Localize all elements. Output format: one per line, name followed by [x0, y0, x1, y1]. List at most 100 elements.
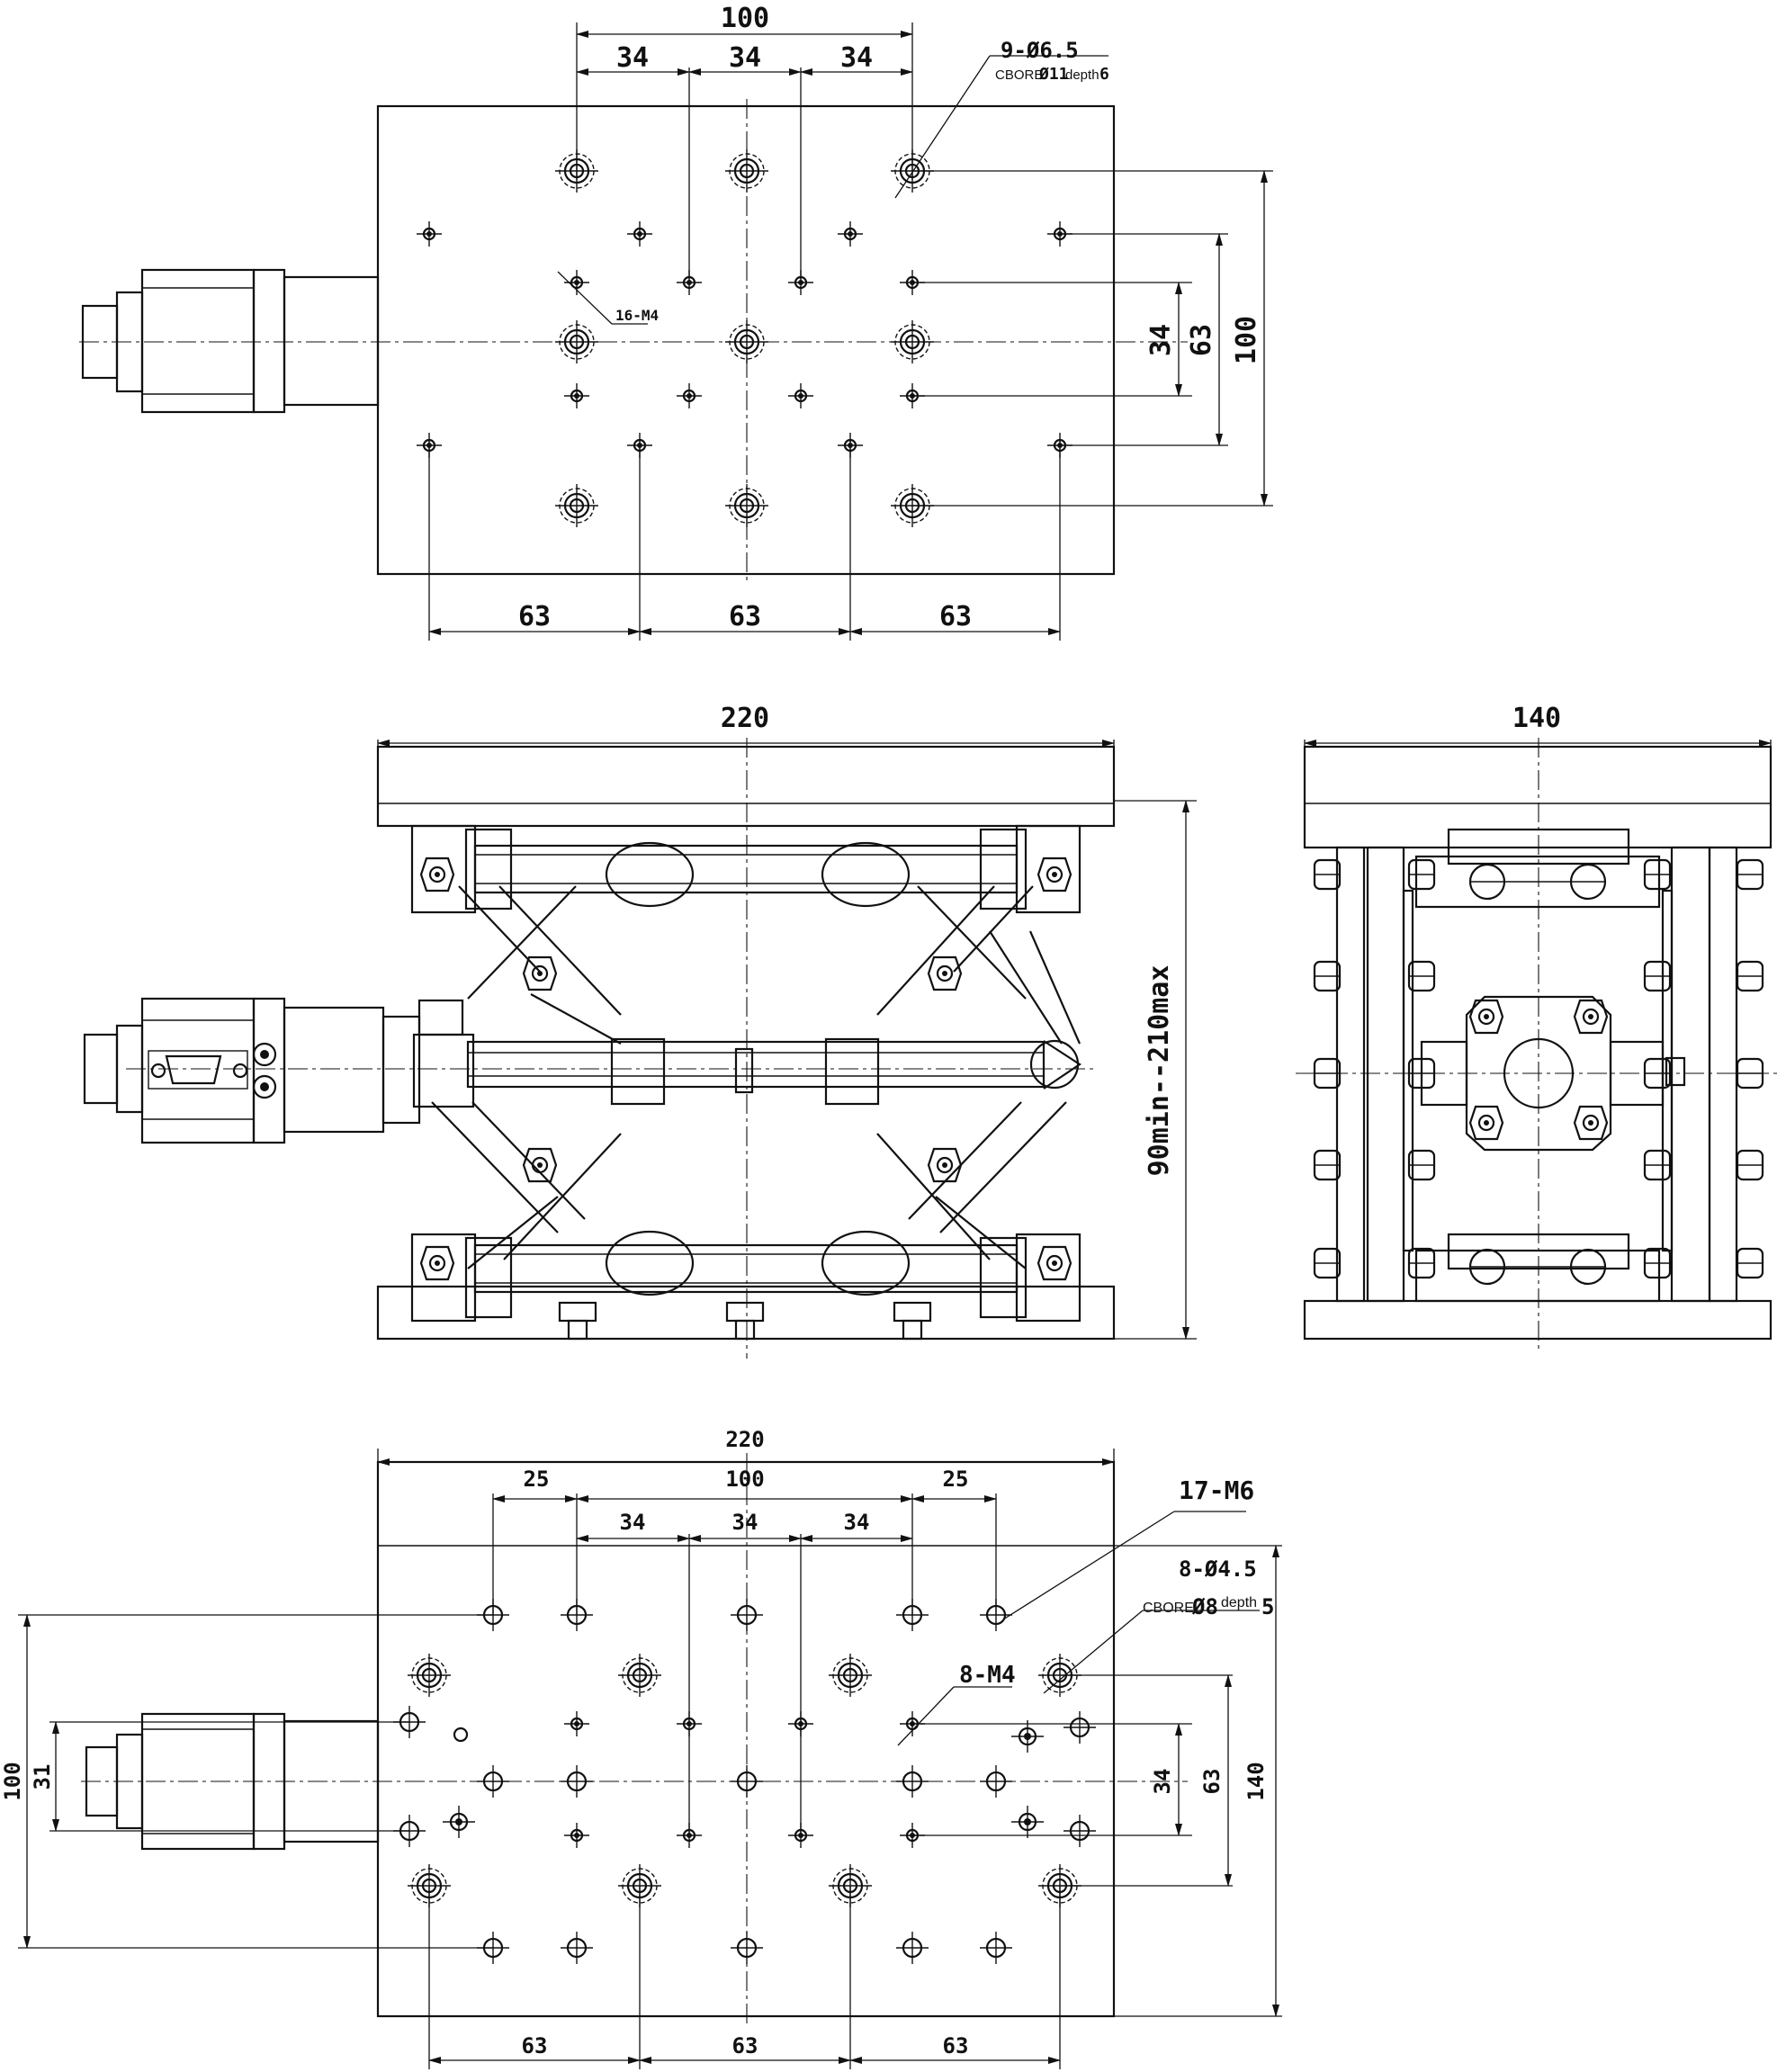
front-view: 220 90min--210max [83, 703, 1197, 1359]
dim-top-b63-b: 63 [729, 601, 761, 632]
hex-nut [522, 1147, 558, 1183]
dim-top-b63-c: 63 [939, 601, 972, 632]
front-base-plate [376, 1285, 1116, 1341]
m6-hole [896, 1932, 929, 1964]
motor-top [81, 268, 380, 414]
dim-bottom-25-b: 25 [943, 1467, 969, 1492]
bottom-holes [393, 1599, 1096, 1964]
dim-front-220: 220 [721, 703, 769, 734]
dim-bottom-25-a: 25 [524, 1467, 550, 1492]
hex-nut [1037, 857, 1072, 892]
dim-top-v63: 63 [1186, 324, 1217, 356]
dim-top-v34: 34 [1145, 324, 1177, 356]
tapped-hole [627, 221, 652, 247]
note-bottom-m4: 8-M4 [959, 1662, 1016, 1689]
note-top-cbore-spec: CBORE [995, 67, 1043, 83]
hex-nut [1468, 999, 1504, 1035]
dim-bottom-100: 100 [725, 1467, 764, 1492]
tapped-hole [417, 221, 442, 247]
note-bottom-cbore-depth-word: depth [1221, 1595, 1257, 1610]
dim-top-b63-a: 63 [518, 601, 551, 632]
note-top-tap: 16-M4 [615, 307, 659, 324]
note-top-cbore-dia: Ø11 [1038, 65, 1069, 84]
note-bottom-cbore-spec: CBORE [1143, 1601, 1194, 1616]
note-bottom-cbore-dia: Ø8 [1191, 1594, 1218, 1619]
dim-bottom-b63-c: 63 [943, 2033, 969, 2059]
hex-nut [419, 857, 455, 892]
locator-hole [453, 1727, 469, 1743]
note-bottom-cbore-count: 8-Ø4.5 [1179, 1556, 1257, 1582]
dim-top-34-c: 34 [840, 42, 873, 74]
dim-bottom-34-a: 34 [620, 1510, 646, 1535]
side-bolt [1643, 1247, 1672, 1279]
note-top-cbore-count: 9-Ø6.5 [1001, 38, 1079, 63]
side-bolt [1643, 858, 1672, 891]
hex-nut [419, 1245, 455, 1281]
side-bolt [1643, 960, 1672, 992]
m6-hole [1064, 1815, 1096, 1847]
hex-nut [1037, 1245, 1072, 1281]
tapped-hole [838, 221, 863, 247]
dim-bottom-34-b: 34 [732, 1510, 758, 1535]
side-bolt [1407, 960, 1436, 992]
side-base-plate [1303, 1299, 1773, 1341]
note-bottom-cbore-depth: 5 [1261, 1594, 1274, 1619]
dim-bottom-l31: 31 [30, 1764, 55, 1790]
dim-side-140: 140 [1512, 703, 1561, 734]
m6-hole [731, 1932, 763, 1964]
dim-bottom-b63-b: 63 [732, 2033, 758, 2059]
side-bolt [1313, 858, 1342, 891]
m6-hole [980, 1765, 1012, 1798]
side-bolt [1313, 1247, 1342, 1279]
motor-front [83, 997, 421, 1144]
m6-hole [561, 1932, 593, 1964]
top-view: 100 34 34 34 34 63 100 63 [79, 3, 1273, 641]
side-bolt [1736, 1149, 1764, 1181]
counterbore-hole [555, 320, 598, 363]
side-bolt [1313, 1057, 1342, 1090]
bottom-view: 220 25 100 25 34 34 34 100 31 34 [0, 1427, 1282, 2069]
hex-nut [1573, 1105, 1609, 1141]
note-top-cbore-depth: 6 [1099, 65, 1109, 84]
side-top-plate [1303, 745, 1773, 849]
tapped-hole [788, 383, 813, 408]
top-dims: 100 34 34 34 34 63 100 63 [428, 3, 1273, 641]
counterbore-hole [725, 320, 768, 363]
side-bolt [1313, 1149, 1342, 1181]
m6-hole [477, 1765, 509, 1798]
dim-top-34-b: 34 [729, 42, 761, 74]
m6-hole [896, 1765, 929, 1798]
m6-hole [980, 1932, 1012, 1964]
tapped-hole [564, 270, 589, 295]
tapped-hole [564, 1823, 589, 1848]
side-bolt [1736, 858, 1764, 891]
side-bolt [1736, 960, 1764, 992]
side-bolt [1313, 960, 1342, 992]
dim-bottom-b63-a: 63 [522, 2033, 548, 2059]
tapped-hole [1011, 1806, 1044, 1838]
note-top-cbore-depth-word: depth [1065, 67, 1099, 83]
side-nuts [1313, 858, 1764, 1279]
hex-nut [522, 955, 558, 991]
side-bolt [1643, 1149, 1672, 1181]
counterbore-hole [725, 484, 768, 527]
side-bolt [1643, 1057, 1672, 1090]
dim-bottom-220: 220 [725, 1427, 764, 1452]
hex-nut [1468, 1105, 1504, 1141]
hex-nut [927, 1147, 963, 1183]
m6-hole [731, 1599, 763, 1631]
counterbore-hole [829, 1654, 872, 1697]
counterbore-hole [555, 484, 598, 527]
dim-top-34-a: 34 [616, 42, 649, 74]
side-view: 140 [1296, 703, 1777, 1350]
dim-bottom-r34: 34 [1150, 1769, 1175, 1795]
scissor-arms [431, 885, 1081, 1269]
side-bolt [1407, 858, 1436, 891]
note-bottom-m6: 17-M6 [1179, 1476, 1254, 1505]
dim-bottom-l100: 100 [0, 1762, 25, 1800]
tapped-hole [443, 1806, 475, 1838]
counterbore-hole [408, 1654, 451, 1697]
side-bolt [1407, 1149, 1436, 1181]
dim-top-v100: 100 [1231, 316, 1262, 364]
counterbore-hole [725, 149, 768, 193]
